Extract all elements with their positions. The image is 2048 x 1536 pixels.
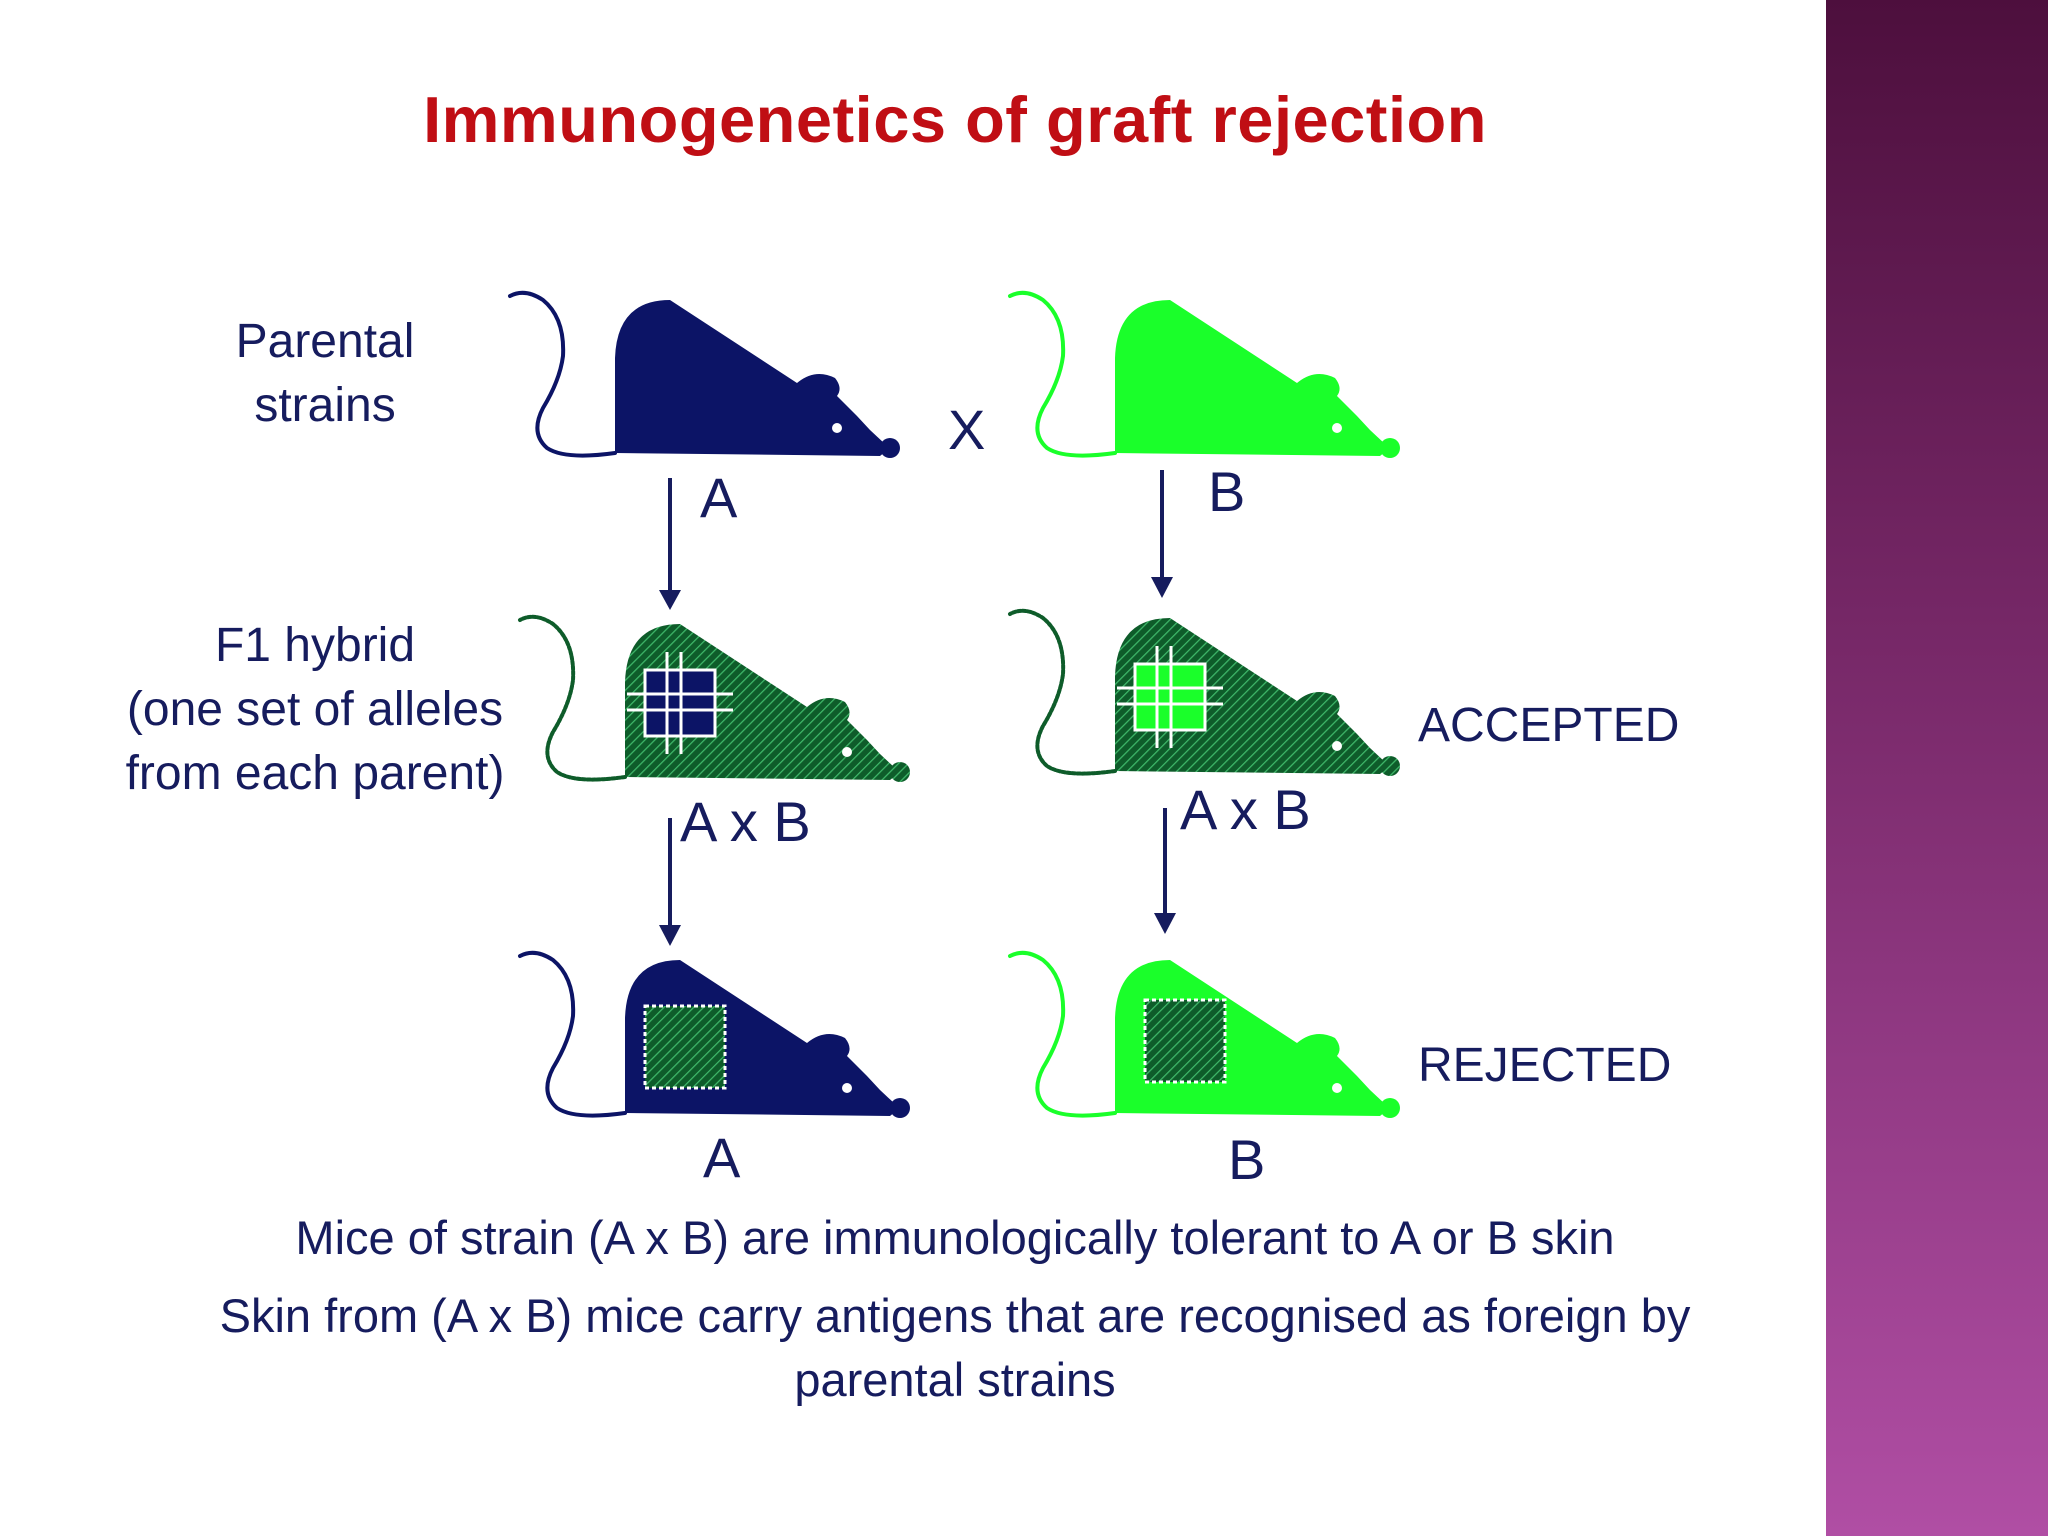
decorative-side-band [1826,0,2048,1536]
strain-b-top-label: B [1208,460,1246,523]
mouse-hybrid-left [518,614,910,782]
arrow-hybrid-to-a [659,818,681,946]
mouse-strain-b-recipient [1008,950,1400,1118]
f1-hybrid-label: F1 hybrid (one set of alleles from each … [110,614,520,806]
strain-b-bottom-label: B [1228,1128,1266,1191]
f1-label-line1: F1 hybrid [214,619,416,672]
parental-label-line2: strains [254,379,396,432]
hybrid-right-label: A x B [1180,778,1311,841]
f1-label-line2: (one set of alleles [126,683,504,736]
arrow-hybrid-to-b [1154,808,1176,934]
caption-line1: Mice of strain (A x B) are immunological… [295,1211,1615,1264]
parental-label-line1: Parental [235,315,415,368]
graft-diagram [508,290,1400,1118]
arrow-a-to-hybrid [659,478,681,610]
arrow-b-to-hybrid [1151,470,1173,598]
slide-title: Immunogenetics of graft rejection [423,83,1487,156]
hybrid-left-label: A x B [680,790,811,853]
cross-symbol: X [948,398,986,461]
caption-line2: Skin from (A x B) mice carry antigens th… [219,1289,1691,1342]
skin-graft-b [1117,646,1223,748]
skin-graft-a [627,652,733,754]
strain-a-top-label: A [700,466,738,529]
strain-a-bottom-label: A [703,1126,741,1189]
skin-graft-hybrid-right [1143,998,1227,1084]
parental-strains-label: Parental strains [210,310,440,438]
skin-graft-hybrid-left [643,1004,727,1090]
rejected-label: REJECTED [1418,1039,1672,1092]
caption-line3: parental strains [794,1353,1116,1406]
mouse-hybrid-right [1008,608,1400,776]
accepted-label: ACCEPTED [1418,699,1680,752]
mouse-strain-a-parent [508,290,900,458]
mouse-strain-b-parent [1008,290,1400,458]
f1-label-line3: from each parent) [125,747,505,800]
mouse-strain-a-recipient [518,950,910,1118]
